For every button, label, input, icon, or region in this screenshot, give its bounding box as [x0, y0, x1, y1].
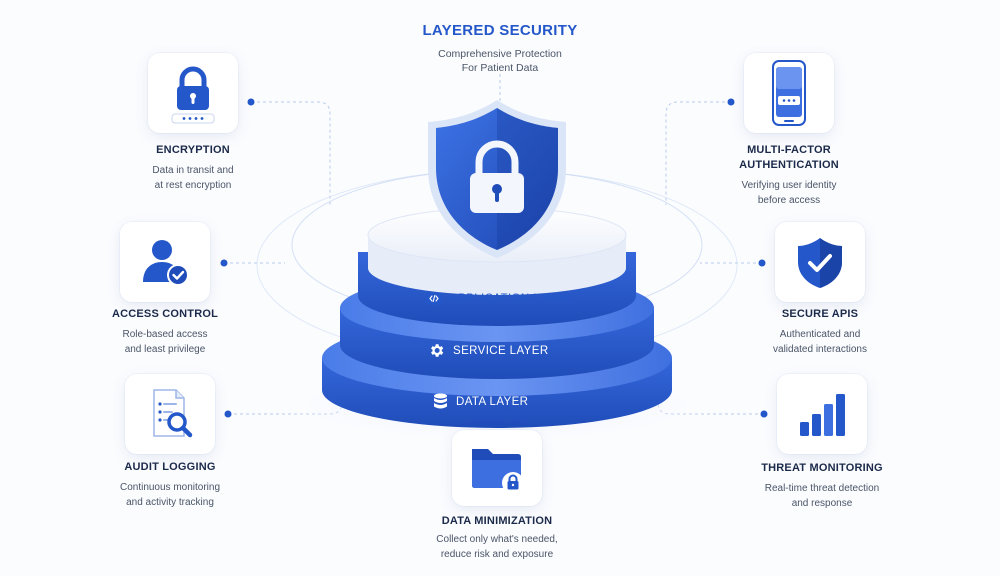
shield-padlock-icon [428, 100, 566, 258]
encryption-title: ENCRYPTION [156, 144, 230, 156]
data-minimization-card [452, 430, 542, 506]
access-control-card [120, 222, 210, 302]
audit-logging-label: AUDIT LOGGING Continuous monitoring and … [75, 460, 265, 510]
encryption-desc-line-1: Data in transit and [152, 165, 234, 176]
data-layer-label: DATA LAYER [433, 393, 528, 410]
encryption-card [148, 53, 238, 133]
mfa-card [744, 53, 834, 133]
locked-folder-icon [472, 449, 524, 494]
secure-apis-label: SECURE APIS Authenticated and validated … [725, 307, 915, 357]
data-minimization-title: DATA MINIMIZATION [441, 515, 553, 527]
data-minimization-description: Collect only what's needed, reduce risk … [402, 532, 592, 562]
connector-dot-audit-logging [224, 410, 232, 418]
connector-encryption [251, 101, 331, 205]
access-control-title: ACCESS CONTROL [111, 308, 219, 320]
secure-apis-title: SECURE APIS [781, 308, 859, 320]
audit-logging-desc-line-2: and activity tracking [126, 497, 214, 508]
threat-monitoring-card [777, 374, 867, 454]
connector-dot-secure-apis [758, 259, 766, 267]
mfa-description: Verifying user identity before access [694, 178, 884, 208]
encryption-description: Data in transit and at rest encryption [98, 163, 288, 193]
subtitle-line-1: Comprehensive Protection [438, 48, 562, 60]
connector-dot-encryption [247, 98, 255, 106]
mfa-desc-line-2: before access [757, 195, 821, 206]
subtitle-line-2: For Patient Data [461, 62, 539, 74]
padlock-icon [171, 66, 215, 124]
data-layer-text: DATA LAYER [456, 395, 529, 408]
access-control-desc-line-1: Role-based access [122, 329, 208, 340]
bar-chart-icon [800, 394, 845, 436]
mfa-title-line-1: MULTI-FACTOR [747, 144, 831, 156]
threat-monitoring-title: THREAT MONITORING [761, 462, 883, 474]
audit-logging-description: Continuous monitoring and activity track… [75, 480, 265, 510]
audit-logging-card [125, 374, 215, 454]
code-icon [426, 292, 442, 305]
secure-apis-card [775, 222, 865, 302]
connector-dot-mfa [727, 98, 735, 106]
threat-monitoring-desc-line-1: Real-time threat detection [764, 483, 880, 494]
application-layer-text: APPLICATION LAYER [450, 292, 573, 305]
application-layer-label: APPLICATION LAYER [426, 292, 572, 305]
shield-check-icon [798, 238, 842, 288]
mfa-title-line-2: AUTHENTICATION [739, 159, 839, 171]
diagram-title: LAYERED SECURITY [422, 22, 578, 39]
user-check-icon [143, 240, 189, 286]
secure-apis-description: Authenticated and validated interactions [725, 327, 915, 357]
threat-monitoring-desc-line-2: and response [791, 498, 853, 509]
threat-monitoring-label: THREAT MONITORING Real-time threat detec… [727, 461, 917, 511]
access-control-desc-line-2: and least privilege [124, 344, 206, 355]
data-minimization-label: DATA MINIMIZATION Collect only what's ne… [402, 514, 592, 562]
application-layer-tier [358, 207, 636, 326]
audit-logging-title: AUDIT LOGGING [124, 461, 216, 473]
mfa-label: MULTI-FACTOR AUTHENTICATION Verifying us… [694, 143, 884, 208]
connector-dot-access-control [220, 259, 228, 267]
audit-logging-desc-line-1: Continuous monitoring [119, 482, 221, 493]
secure-apis-desc-line-2: validated interactions [773, 344, 867, 355]
smartphone-icon [772, 60, 806, 126]
mfa-title: MULTI-FACTOR AUTHENTICATION [694, 143, 884, 173]
service-layer-text: SERVICE LAYER [453, 344, 549, 357]
diagram-header: LAYERED SECURITY Comprehensive Protectio… [380, 22, 620, 75]
connector-mfa [665, 101, 731, 205]
secure-apis-desc-line-1: Authenticated and [779, 329, 861, 340]
threat-monitoring-description: Real-time threat detection and response [727, 481, 917, 511]
access-control-description: Role-based access and least privilege [70, 327, 260, 357]
document-search-icon [153, 389, 193, 438]
encryption-desc-line-2: at rest encryption [154, 180, 232, 191]
gear-icon [431, 344, 444, 357]
database-icon [434, 393, 447, 409]
diagram-subtitle: Comprehensive Protection For Patient Dat… [380, 47, 620, 75]
data-minimization-desc-line-2: reduce risk and exposure [440, 549, 554, 560]
access-control-label: ACCESS CONTROL Role-based access and lea… [70, 307, 260, 357]
service-layer-label: SERVICE LAYER [428, 342, 549, 359]
encryption-label: ENCRYPTION Data in transit and at rest e… [98, 143, 288, 193]
connector-dot-threat-monitoring [760, 410, 768, 418]
data-minimization-desc-line-1: Collect only what's needed, [436, 534, 558, 545]
mfa-desc-line-1: Verifying user identity [741, 180, 837, 191]
